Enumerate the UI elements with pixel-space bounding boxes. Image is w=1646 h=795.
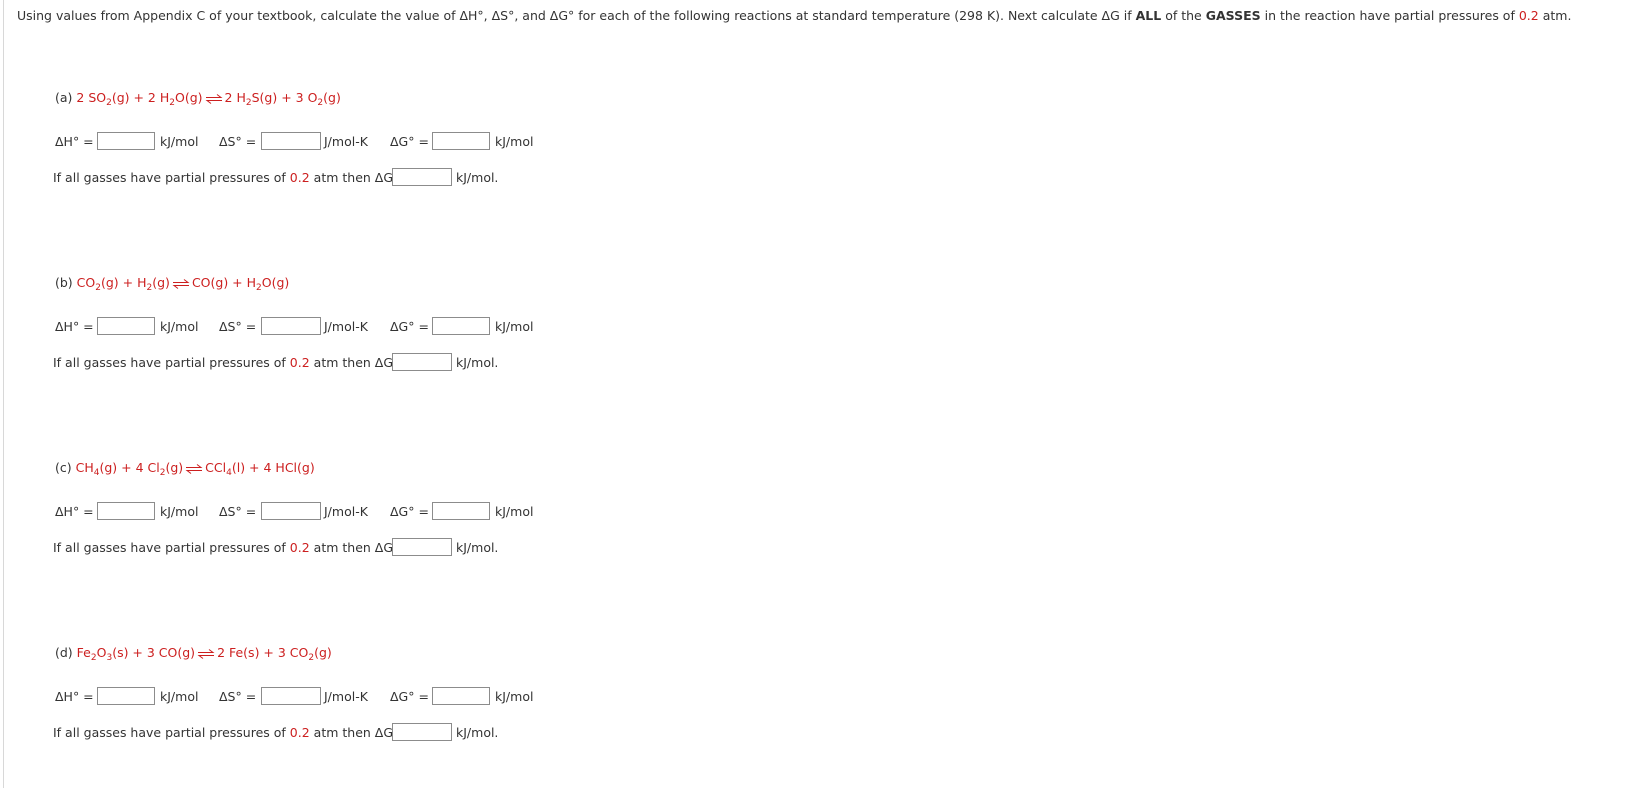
delta-g-unit: kJ/mol.	[456, 355, 499, 370]
delta-g-standard-input[interactable]	[432, 502, 490, 520]
reaction-section-b: (b) CO2(g) + H2(g) CO(g) + H2O(g) ΔH° = k…	[53, 275, 955, 425]
reaction-letter: (d)	[55, 645, 77, 660]
delta-g-input[interactable]	[392, 353, 452, 371]
reaction-equation: (d) Fe2O3(s) + 3 CO(g) 2 Fe(s) + 3 CO2(g)	[55, 645, 332, 663]
delta-s-label: ΔS° =	[219, 689, 257, 704]
delta-s-input[interactable]	[261, 687, 321, 705]
reaction-reactants: CH4(g) + 4 Cl2(g)	[75, 460, 184, 478]
delta-s-input[interactable]	[261, 502, 321, 520]
delta-g-standard-unit: kJ/mol	[495, 504, 534, 519]
delta-h-label: ΔH° =	[55, 504, 94, 519]
delta-h-unit: kJ/mol	[160, 319, 199, 334]
delta-h-unit: kJ/mol	[160, 134, 199, 149]
delta-s-label: ΔS° =	[219, 504, 257, 519]
delta-h-label: ΔH° =	[55, 689, 94, 704]
delta-s-unit: J/mol-K	[324, 134, 368, 149]
delta-g-unit: kJ/mol.	[456, 170, 499, 185]
delta-g-standard-unit: kJ/mol	[495, 319, 534, 334]
delta-g-standard-label: ΔG° =	[390, 134, 429, 149]
equilibrium-arrow-icon	[205, 93, 223, 104]
reaction-letter: (c)	[55, 460, 76, 475]
reaction-reactants: 2 SO2(g) + 2 H2O(g)	[76, 90, 203, 108]
equilibrium-arrow-icon	[197, 648, 215, 659]
delta-g-unit: kJ/mol.	[456, 540, 499, 555]
partial-pressure-label: If all gasses have partial pressures of …	[53, 725, 408, 740]
delta-g-standard-label: ΔG° =	[390, 504, 429, 519]
delta-g-unit: kJ/mol.	[456, 725, 499, 740]
reaction-products: CCl4(l) + 4 HCl(g)	[205, 460, 315, 478]
reaction-products: CO(g) + H2O(g)	[191, 275, 290, 293]
delta-g-input[interactable]	[392, 168, 452, 186]
reaction-section-d: (d) Fe2O3(s) + 3 CO(g) 2 Fe(s) + 3 CO2(g)…	[53, 645, 955, 795]
delta-g-standard-input[interactable]	[432, 687, 490, 705]
delta-g-input[interactable]	[392, 538, 452, 556]
delta-h-input[interactable]	[97, 317, 155, 335]
reaction-letter: (b)	[55, 275, 77, 290]
delta-g-standard-label: ΔG° =	[390, 319, 429, 334]
reaction-equation: (c) CH4(g) + 4 Cl2(g) CCl4(l) + 4 HCl(g)	[55, 460, 315, 478]
reaction-products: 2 H2S(g) + 3 O2(g)	[224, 90, 341, 108]
delta-h-input[interactable]	[97, 132, 155, 150]
delta-h-label: ΔH° =	[55, 134, 94, 149]
reaction-equation: (a) 2 SO2(g) + 2 H2O(g) 2 H2S(g) + 3 O2(g…	[55, 90, 341, 108]
reaction-reactants: CO2(g) + H2(g)	[76, 275, 170, 293]
delta-s-unit: J/mol-K	[324, 319, 368, 334]
reaction-section-c: (c) CH4(g) + 4 Cl2(g)CCl4(l) + 4 HCl(g) …	[53, 460, 955, 610]
delta-g-standard-input[interactable]	[432, 317, 490, 335]
instructions-text: Using values from Appendix C of your tex…	[17, 8, 1572, 23]
delta-s-label: ΔS° =	[219, 319, 257, 334]
reaction-reactants: Fe2O3(s) + 3 CO(g)	[76, 645, 196, 663]
delta-h-unit: kJ/mol	[160, 504, 199, 519]
equilibrium-arrow-icon	[185, 463, 203, 474]
delta-h-unit: kJ/mol	[160, 689, 199, 704]
delta-g-standard-unit: kJ/mol	[495, 689, 534, 704]
delta-g-standard-input[interactable]	[432, 132, 490, 150]
delta-g-standard-label: ΔG° =	[390, 689, 429, 704]
delta-h-label: ΔH° =	[55, 319, 94, 334]
partial-pressure-label: If all gasses have partial pressures of …	[53, 540, 408, 555]
delta-s-input[interactable]	[261, 132, 321, 150]
partial-pressure-label: If all gasses have partial pressures of …	[53, 355, 408, 370]
delta-g-standard-unit: kJ/mol	[495, 134, 534, 149]
delta-s-input[interactable]	[261, 317, 321, 335]
reaction-letter: (a)	[55, 90, 77, 105]
partial-pressure-label: If all gasses have partial pressures of …	[53, 170, 408, 185]
equilibrium-arrow-icon	[172, 278, 190, 289]
delta-s-label: ΔS° =	[219, 134, 257, 149]
reaction-equation: (b) CO2(g) + H2(g) CO(g) + H2O(g)	[55, 275, 290, 293]
content-frame	[3, 0, 1644, 788]
reaction-products: 2 Fe(s) + 3 CO2(g)	[217, 645, 332, 663]
delta-h-input[interactable]	[97, 502, 155, 520]
reaction-section-a: (a) 2 SO2(g) + 2 H2O(g) 2 H2S(g) + 3 O2(g…	[53, 90, 955, 240]
delta-h-input[interactable]	[97, 687, 155, 705]
delta-s-unit: J/mol-K	[324, 504, 368, 519]
delta-g-input[interactable]	[392, 723, 452, 741]
delta-s-unit: J/mol-K	[324, 689, 368, 704]
